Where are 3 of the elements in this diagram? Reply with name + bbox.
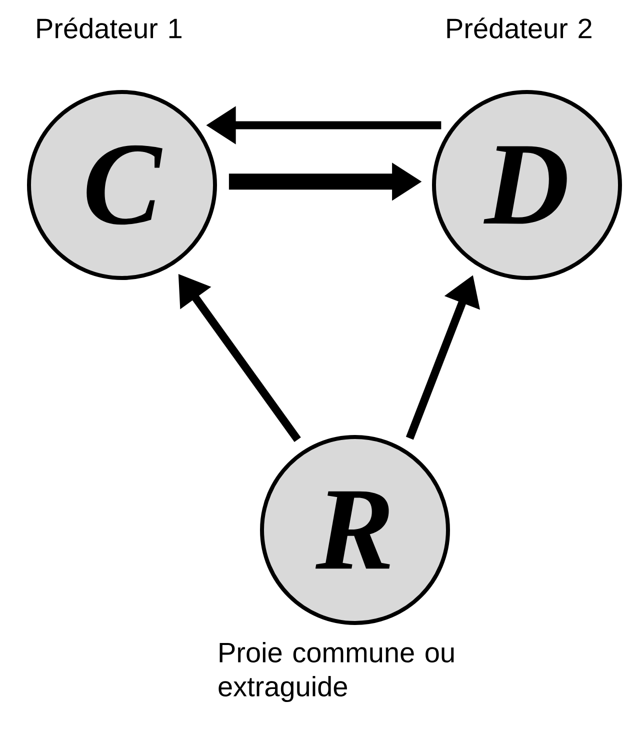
node-caption: Prédateur 1 xyxy=(37,18,182,38)
node-caption: Prédateur 2 xyxy=(447,18,592,38)
node-caption: Proie commune ou extraguide xyxy=(218,642,454,702)
